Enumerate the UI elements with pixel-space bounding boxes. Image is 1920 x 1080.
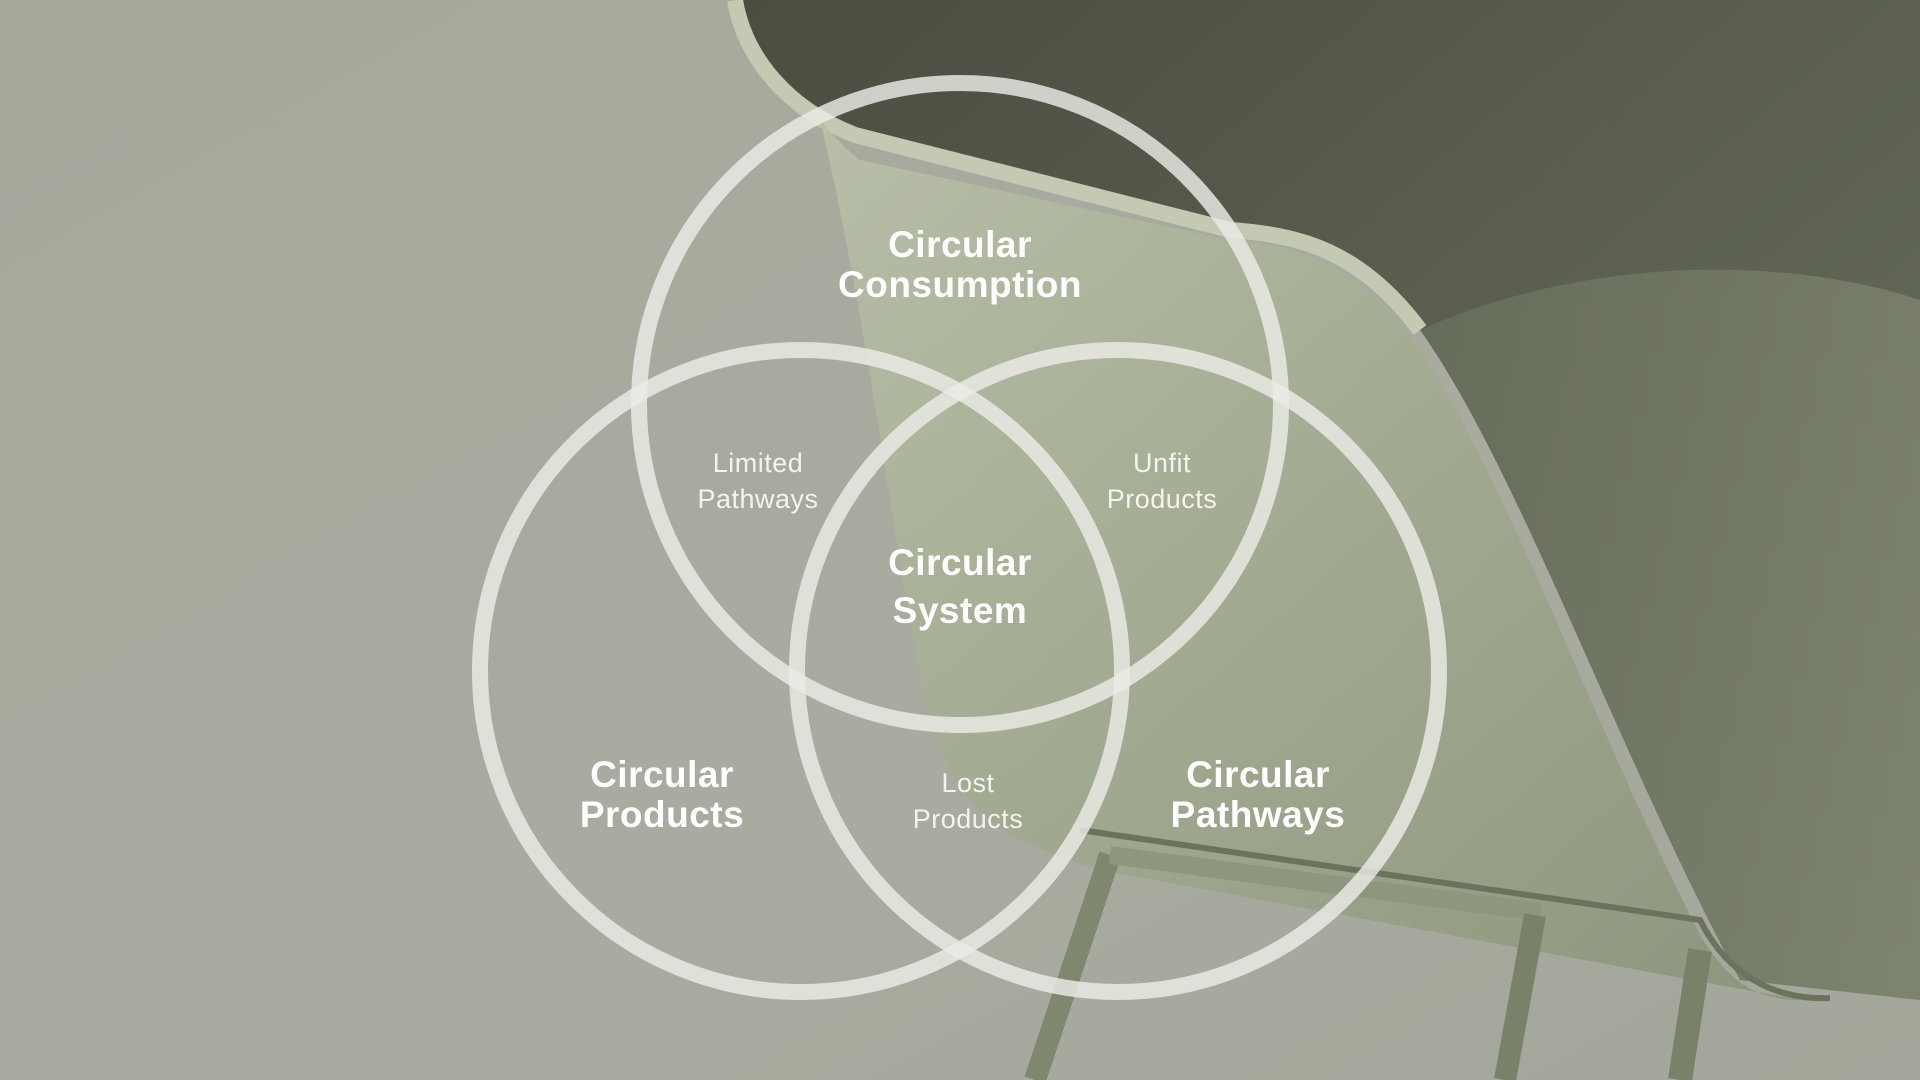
label-limited-pathways: Limited Pathways: [697, 448, 819, 514]
label-lost-products: Lost Products: [912, 768, 1024, 834]
circle-circular-consumption: [631, 75, 1289, 733]
circle-circular-products: [472, 342, 1130, 1000]
label-circular-consumption: Circular Consumption: [838, 224, 1082, 305]
label-unfit-products: Unfit Products: [1106, 448, 1218, 514]
label-circular-system: Circular System: [888, 542, 1032, 631]
circle-circular-pathways: [789, 342, 1447, 1000]
label-circular-products: Circular Products: [579, 754, 745, 835]
label-circular-pathways: Circular Pathways: [1170, 754, 1346, 835]
